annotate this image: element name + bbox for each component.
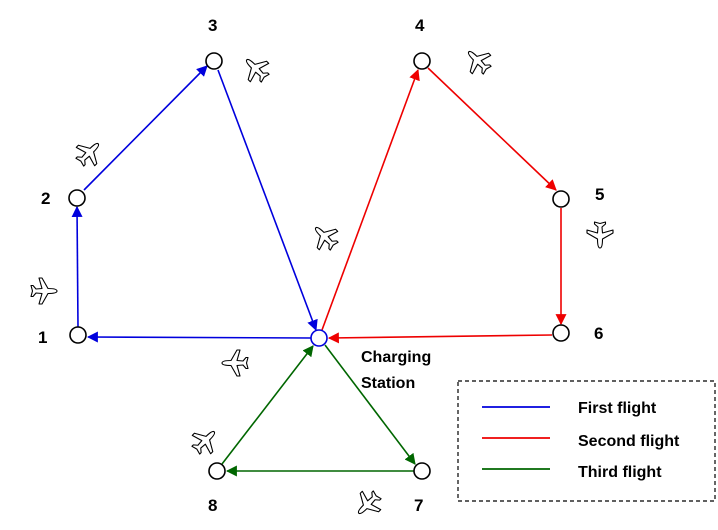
node-6-label: 6 [594,324,603,343]
edge-2-to-3 [83,65,208,191]
edge-6-to-station [327,332,553,344]
legend: First flight Second flight Third flight [457,380,716,502]
airplane-icon [70,134,108,172]
legend-second-flight-label: Second flight [578,433,680,450]
second-flight-route [321,67,567,344]
node-8 [208,462,226,480]
node-4-label: 4 [415,16,425,35]
airplane-icon [30,277,58,305]
legend-box [457,380,716,502]
legend-third-flight-label: Third flight [578,464,662,481]
airplane-icon [459,42,497,80]
airplane-icon [349,485,387,523]
airplane-icon [237,50,275,88]
edge-8-to-station [221,345,314,465]
third-flight-route [221,344,416,477]
edge-station-to-4 [321,68,420,331]
node-1-label: 1 [38,328,47,347]
edge-1-to-2 [71,205,83,328]
node-4 [413,52,431,70]
node-5-label: 5 [595,185,604,204]
airplane-icon [221,349,249,377]
node-5 [552,190,570,208]
node-3-label: 3 [208,16,217,35]
edge-3-to-station [217,69,318,332]
airplane-icon [306,218,344,256]
airplane-icon [186,422,224,460]
first-flight-route [71,65,318,343]
charging-station-label-line1: Charging [361,349,431,366]
node-1 [69,326,87,344]
node-2-label: 2 [41,189,50,208]
airplane-icon [586,221,614,249]
node-2 [68,189,86,207]
legend-first-flight-label: First flight [578,400,657,417]
node-7-label: 7 [414,496,423,515]
edge-station-to-7 [324,344,416,465]
edge-4-to-5 [427,67,557,191]
node-7 [413,462,431,480]
charging-station-label-line2: Station [361,375,415,392]
node-6 [552,324,570,342]
charging-station-node [310,329,328,347]
edge-station-to-1 [86,331,312,343]
node-3 [205,52,223,70]
node-8-label: 8 [208,496,217,515]
